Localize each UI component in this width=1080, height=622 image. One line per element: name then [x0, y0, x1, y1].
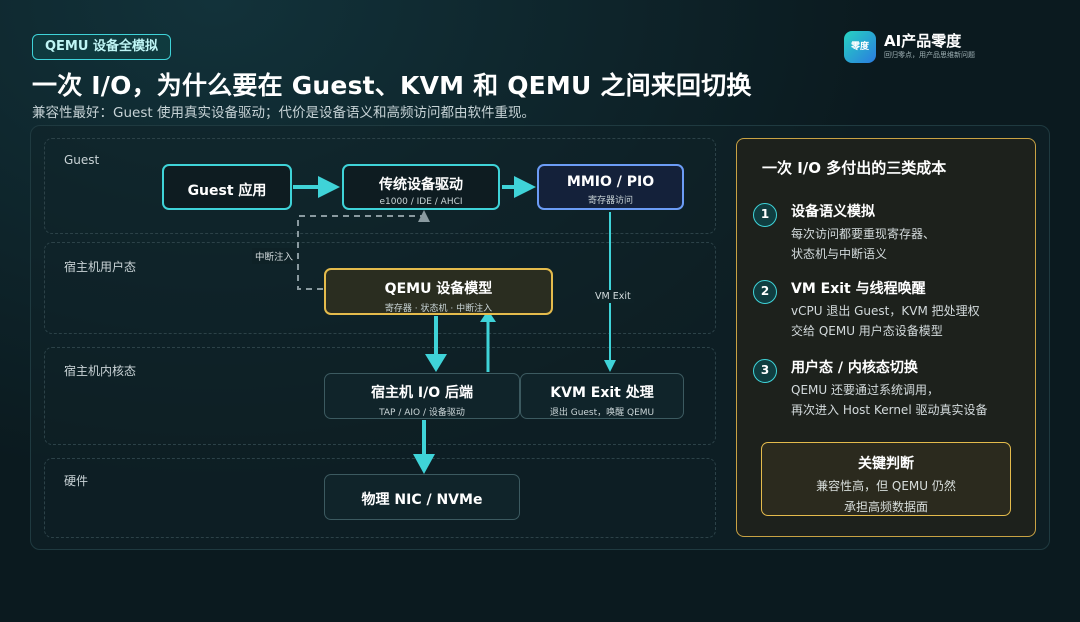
node-qemu-model-title: QEMU 设备模型 [384, 281, 493, 297]
node-mmio-pio-title: MMIO / PIO [566, 174, 655, 190]
cost-item-2-line-2: 交给 QEMU 用户态设备模型 [791, 324, 943, 338]
arrowhead-backend-to-nic [413, 454, 435, 474]
page-title: 一次 I/O，为什么要在 Guest、KVM 和 QEMU 之间来回切换 [32, 71, 752, 100]
label-interrupt-injection: 中断注入 [252, 248, 297, 264]
cost-panel-title: 一次 I/O 多付出的三类成本 [762, 159, 947, 177]
arrowhead-interrupt [418, 210, 430, 222]
cost-panel: 一次 I/O 多付出的三类成本 1 设备语义模拟 每次访问都要重现寄存器、 状态… [736, 138, 1036, 537]
key-judgement-line-1: 兼容性高，但 QEMU 仍然 [816, 479, 956, 493]
key-judgement: 关键判断 兼容性高，但 QEMU 仍然 承担高频数据面 [761, 442, 1011, 516]
node-legacy-driver: 传统设备驱动 e1000 / IDE / AHCI [342, 164, 500, 210]
lane-label-host-user: 宿主机用户态 [64, 260, 137, 274]
node-legacy-driver-sub: e1000 / IDE / AHCI [379, 197, 463, 207]
node-kvm-exit: KVM Exit 处理 退出 Guest，唤醒 QEMU [520, 373, 684, 419]
node-guest-app: Guest 应用 [162, 164, 292, 210]
brand-slogan: 回归零点，用产品思维新问题 [884, 51, 975, 59]
lane-hardware [44, 458, 716, 538]
topic-tag: QEMU 设备全模拟 [32, 34, 171, 60]
cost-item-3-title: 用户态 / 内核态切换 [791, 360, 918, 376]
node-host-io-backend-title: 宿主机 I/O 后端 [371, 385, 473, 401]
node-kvm-exit-title: KVM Exit 处理 [550, 385, 654, 401]
label-vm-exit: VM Exit [592, 290, 634, 303]
cost-item-2-line-1: vCPU 退出 Guest，KVM 把处理权 [791, 304, 980, 318]
node-host-io-backend-sub: TAP / AIO / 设备驱动 [379, 408, 465, 418]
lane-label-hardware: 硬件 [64, 474, 89, 488]
node-legacy-driver-title: 传统设备驱动 [379, 177, 463, 193]
cost-item-2-number: 2 [753, 280, 777, 304]
key-judgement-title: 关键判断 [858, 456, 914, 472]
brand-logo-icon: 零度 [844, 31, 876, 63]
lane-label-guest: Guest [64, 153, 100, 167]
cost-item-3-line-2: 再次进入 Host Kernel 驱动真实设备 [791, 403, 988, 417]
cost-item-2-title: VM Exit 与线程唤醒 [791, 281, 926, 297]
lane-host-user [44, 242, 716, 334]
cost-item-3-line-1: QEMU 还要通过系统调用， [791, 383, 939, 397]
lane-guest [44, 138, 716, 234]
cost-item-1-title: 设备语义模拟 [791, 204, 875, 220]
node-physical-nic-title: 物理 NIC / NVMe [361, 492, 483, 508]
node-guest-app-title: Guest 应用 [187, 183, 267, 199]
cost-item-1-number: 1 [753, 203, 777, 227]
page-subtitle: 兼容性最好：Guest 使用真实设备驱动；代价是设备语义和高频访问都由软件重现。 [32, 105, 535, 121]
arrowhead-app-to-driver [318, 176, 340, 198]
lane-label-host-kernel: 宿主机内核态 [64, 364, 137, 378]
node-physical-nic: 物理 NIC / NVMe [324, 474, 520, 520]
node-kvm-exit-sub: 退出 Guest，唤醒 QEMU [549, 408, 655, 418]
cost-item-1-line-1: 每次访问都要重现寄存器、 [791, 227, 936, 241]
arrowhead-driver-to-mmio [514, 176, 536, 198]
node-mmio-pio-sub: 寄存器访问 [587, 196, 633, 206]
arrowhead-qemu-to-backend [425, 354, 447, 372]
key-judgement-line-2: 承担高频数据面 [843, 500, 928, 514]
arrowhead-vm-exit [604, 360, 616, 372]
lane-host-kernel [44, 347, 716, 445]
node-mmio-pio: MMIO / PIO 寄存器访问 [537, 164, 684, 210]
node-qemu-model-sub: 寄存器 · 状态机 · 中断注入 [384, 304, 493, 314]
node-host-io-backend: 宿主机 I/O 后端 TAP / AIO / 设备驱动 [324, 373, 520, 419]
cost-item-1-line-2: 状态机与中断语义 [791, 247, 888, 261]
node-qemu-model: QEMU 设备模型 寄存器 · 状态机 · 中断注入 [324, 268, 553, 315]
cost-item-3-number: 3 [753, 359, 777, 383]
arrowhead-kvm-to-qemu [480, 310, 496, 322]
brand-name: AI产品零度 [884, 32, 962, 50]
